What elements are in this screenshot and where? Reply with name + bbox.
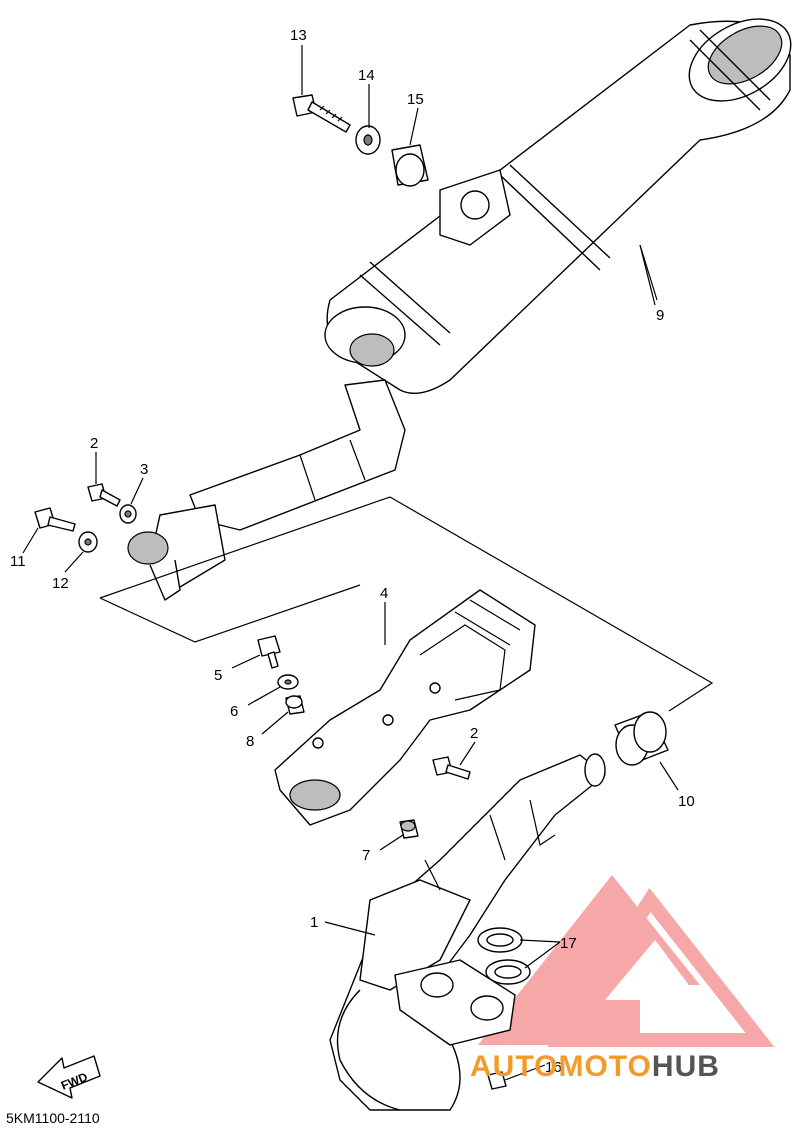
callout-13: 13 bbox=[290, 27, 307, 44]
bolt-2-upper bbox=[87, 483, 121, 507]
washer-3 bbox=[119, 504, 137, 524]
watermark-logo bbox=[478, 875, 775, 1047]
bolt-5 bbox=[257, 635, 281, 669]
callouts: 13 14 15 9 2 3 11 12 4 5 6 8 2 10 7 1 17… bbox=[10, 27, 695, 1076]
gasket-10 bbox=[614, 711, 669, 766]
callout-5: 5 bbox=[214, 667, 222, 684]
bolt-16 bbox=[487, 1071, 507, 1090]
washer-6 bbox=[277, 674, 299, 690]
watermark-text: AUTOMOTOHUB bbox=[470, 1050, 720, 1084]
callout-12: 12 bbox=[52, 575, 69, 592]
collar-15 bbox=[391, 144, 429, 187]
callout-10: 10 bbox=[678, 793, 695, 810]
gasket-17 bbox=[477, 927, 531, 985]
diagram-code: 5KM1100-2110 bbox=[6, 1110, 100, 1126]
collar-7 bbox=[399, 819, 419, 839]
callout-2-lower: 2 bbox=[470, 725, 478, 742]
subassembly-frame bbox=[99, 496, 714, 712]
washer-14 bbox=[355, 125, 381, 155]
bolt-13 bbox=[292, 94, 351, 133]
watermark-part2: HUB bbox=[651, 1050, 720, 1083]
callout-8: 8 bbox=[246, 733, 254, 750]
callout-4: 4 bbox=[380, 585, 388, 602]
callout-15: 15 bbox=[407, 91, 424, 108]
callout-9: 9 bbox=[656, 307, 664, 324]
muffler bbox=[324, 18, 792, 394]
connector-pipe bbox=[127, 379, 406, 601]
callout-3: 3 bbox=[140, 461, 148, 478]
callout-14: 14 bbox=[358, 67, 375, 84]
callout-16: 16 bbox=[545, 1059, 562, 1076]
flanges bbox=[394, 959, 516, 1046]
callout-17: 17 bbox=[560, 935, 577, 952]
callout-2-upper: 2 bbox=[90, 435, 98, 452]
callout-1: 1 bbox=[310, 914, 318, 931]
bolt-2-lower bbox=[432, 756, 471, 780]
callout-7: 7 bbox=[362, 847, 370, 864]
bolt-11 bbox=[34, 507, 76, 532]
watermark-part1: AUTOMOTO bbox=[470, 1050, 652, 1083]
washer-12 bbox=[78, 531, 98, 553]
callout-11: 11 bbox=[10, 553, 26, 570]
callout-6: 6 bbox=[230, 703, 238, 720]
leader-lines bbox=[22, 45, 679, 1081]
collar-8 bbox=[285, 695, 305, 715]
fwd-arrow: FWD bbox=[37, 1055, 101, 1099]
protector-4 bbox=[274, 589, 536, 826]
